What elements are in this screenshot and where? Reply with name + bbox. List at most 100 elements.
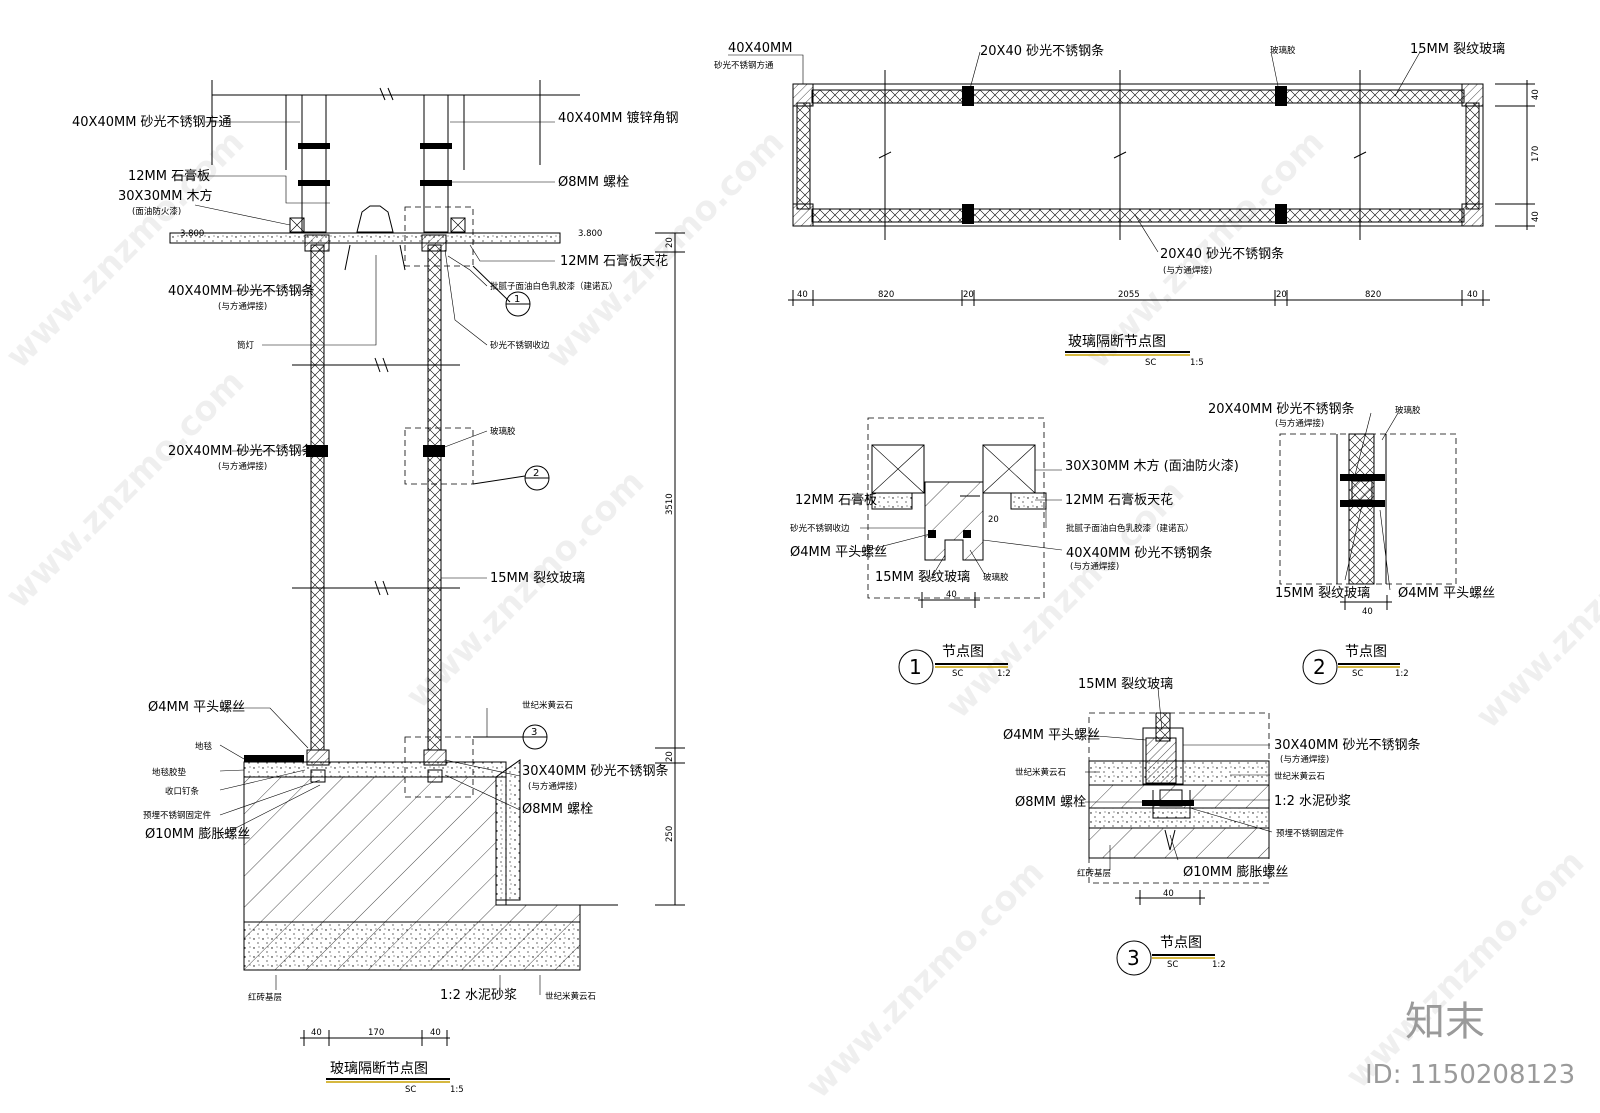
svg-text:预埋不锈钢固定件: 预埋不锈钢固定件 — [143, 810, 212, 821]
svg-text:Ø8MM 螺栓: Ø8MM 螺栓 — [558, 175, 629, 190]
svg-text:30X40MM 砂光不锈钢条: 30X40MM 砂光不锈钢条 — [1274, 737, 1421, 753]
svg-text:Ø4MM 平头螺丝: Ø4MM 平头螺丝 — [1003, 728, 1100, 743]
svg-text:玻璃胶: 玻璃胶 — [983, 572, 1009, 583]
svg-text:SC: SC — [1352, 669, 1363, 679]
bolt-marks — [298, 143, 452, 186]
callout-bubble-2: 2 — [472, 465, 550, 491]
svg-text:40: 40 — [1467, 290, 1478, 300]
section-title: 玻璃隔断节点图 — [330, 1060, 428, 1077]
svg-text:12MM 石膏板天花: 12MM 石膏板天花 — [1065, 492, 1173, 508]
svg-text:Ø10MM 膨胀螺丝: Ø10MM 膨胀螺丝 — [145, 827, 250, 842]
svg-text:玻璃胶: 玻璃胶 — [1270, 45, 1296, 56]
svg-text:40X40MM 砂光不锈钢条: 40X40MM 砂光不锈钢条 — [168, 283, 315, 299]
svg-text:1:2 水泥砂浆: 1:2 水泥砂浆 — [1274, 794, 1351, 809]
svg-text:玻璃胶: 玻璃胶 — [1395, 405, 1421, 416]
svg-text:170: 170 — [368, 1028, 384, 1038]
svg-text:1:2 水泥砂浆: 1:2 水泥砂浆 — [440, 988, 517, 1003]
svg-text:Ø8MM 螺栓: Ø8MM 螺栓 — [522, 802, 593, 817]
svg-text:40: 40 — [946, 590, 957, 600]
svg-text:Ø8MM 螺栓: Ø8MM 螺栓 — [1015, 795, 1086, 810]
svg-text:40X40MM 砂光不锈钢条: 40X40MM 砂光不锈钢条 — [1066, 545, 1213, 561]
section-label-set: 40X40MM 砂光不锈钢方通 40X40MM 镀锌角钢 12MM 石膏板 Ø8… — [72, 110, 679, 1003]
svg-text:1: 1 — [514, 294, 520, 305]
watermark: www.znzmo.com — [538, 122, 792, 376]
svg-text:40: 40 — [797, 290, 808, 300]
svg-text:40X40MM 砂光不锈钢方通: 40X40MM 砂光不锈钢方通 — [72, 114, 232, 130]
plan-view: 40 170 40 40 820 20 2055 20 820 40 40X40… — [714, 41, 1541, 368]
svg-text:3.800: 3.800 — [578, 229, 602, 239]
svg-text:1:2: 1:2 — [1212, 960, 1226, 970]
svg-text:40X40MM 镀锌角钢: 40X40MM 镀锌角钢 — [558, 110, 679, 126]
svg-text:红砖基层: 红砖基层 — [248, 992, 282, 1003]
detail-1-title: 节点图 — [942, 644, 984, 660]
svg-text:40: 40 — [1163, 889, 1174, 899]
svg-text:820: 820 — [878, 290, 894, 300]
svg-text:30X30MM 木方: 30X30MM 木方 — [118, 188, 213, 204]
svg-text:(与方通焊接): (与方通焊接) — [1163, 265, 1212, 276]
svg-text:(面油防火漆): (面油防火漆) — [132, 206, 181, 217]
svg-text:12MM 石膏板天花: 12MM 石膏板天花 — [560, 253, 668, 269]
plan-title: 玻璃隔断节点图 — [1068, 333, 1166, 350]
svg-text:世纪米黄云石: 世纪米黄云石 — [1015, 767, 1066, 778]
svg-text:筒灯: 筒灯 — [237, 340, 255, 351]
watermark: www.znzmo.com — [0, 362, 252, 616]
svg-text:30X40MM 砂光不锈钢条: 30X40MM 砂光不锈钢条 — [522, 763, 669, 779]
svg-text:3510: 3510 — [665, 493, 675, 515]
watermark-layer: www.znzmo.com www.znzmo.com www.znzmo.co… — [0, 122, 1600, 1106]
svg-text:40: 40 — [311, 1028, 322, 1038]
svg-text:Ø10MM 膨胀螺丝: Ø10MM 膨胀螺丝 — [1183, 865, 1288, 880]
svg-text:Ø4MM 平头螺丝: Ø4MM 平头螺丝 — [790, 545, 887, 560]
svg-text:地毯胶垫: 地毯胶垫 — [152, 767, 187, 778]
watermark: www.znzmo.com — [1468, 482, 1600, 736]
svg-text:批腻子面油白色乳胶漆（建诺瓦）: 批腻子面油白色乳胶漆（建诺瓦） — [490, 281, 618, 292]
svg-text:红砖基层: 红砖基层 — [1077, 868, 1111, 879]
svg-text:20: 20 — [963, 290, 974, 300]
svg-text:SC: SC — [405, 1085, 416, 1095]
svg-text:250: 250 — [665, 826, 675, 842]
svg-text:砂光不锈钢收边: 砂光不锈钢收边 — [490, 340, 550, 351]
drawing-id: ID: 1150208123 — [1365, 1060, 1575, 1090]
watermark: www.znzmo.com — [798, 852, 1052, 1106]
svg-text:1:2: 1:2 — [997, 669, 1011, 679]
section-vertical-dimensions: 20 3510 20 250 — [655, 232, 685, 906]
svg-text:世纪米黄云石: 世纪米黄云石 — [522, 700, 573, 711]
detail-2: 40 20X40MM 砂光不锈钢条 (与方通焊接) 玻璃胶 15MM 裂纹玻璃 … — [1208, 401, 1495, 685]
svg-text:170: 170 — [1531, 146, 1541, 162]
svg-text:12MM 石膏板: 12MM 石膏板 — [795, 492, 877, 508]
section-view: 1 2 3 20 3510 20 250 40 170 — [72, 80, 685, 1095]
svg-text:世纪米黄云石: 世纪米黄云石 — [1274, 771, 1325, 782]
svg-text:预埋不锈钢固定件: 预埋不锈钢固定件 — [1276, 828, 1345, 839]
svg-text:砂光不锈钢收边: 砂光不锈钢收边 — [790, 523, 850, 534]
svg-text:20X40 砂光不锈钢条: 20X40 砂光不锈钢条 — [980, 43, 1104, 59]
watermark: www.znzmo.com — [0, 122, 252, 376]
svg-text:820: 820 — [1365, 290, 1381, 300]
svg-text:收口钉条: 收口钉条 — [165, 786, 200, 797]
svg-text:(与方通焊接): (与方通焊接) — [528, 781, 577, 792]
svg-text:1: 1 — [909, 655, 922, 679]
svg-text:1:5: 1:5 — [1190, 358, 1204, 368]
svg-text:3: 3 — [1127, 946, 1140, 970]
svg-text:1:2: 1:2 — [1395, 669, 1409, 679]
svg-text:20X40 砂光不锈钢条: 20X40 砂光不锈钢条 — [1160, 246, 1284, 262]
callout-bubble-3: 3 — [473, 724, 548, 750]
svg-text:3: 3 — [531, 727, 537, 738]
svg-text:40: 40 — [1531, 211, 1541, 222]
svg-text:40: 40 — [1362, 607, 1373, 617]
svg-text:SC: SC — [1167, 960, 1178, 970]
svg-text:3.800: 3.800 — [180, 229, 204, 239]
svg-text:40: 40 — [1531, 89, 1541, 100]
svg-text:40X40MM: 40X40MM — [728, 41, 792, 56]
svg-text:15MM 裂纹玻璃: 15MM 裂纹玻璃 — [875, 570, 970, 585]
svg-text:2055: 2055 — [1118, 290, 1140, 300]
svg-text:15MM 裂纹玻璃: 15MM 裂纹玻璃 — [490, 571, 585, 586]
section-bottom-dimensions: 40 170 40 — [300, 1028, 450, 1046]
svg-text:批腻子面油白色乳胶漆（建诺瓦）: 批腻子面油白色乳胶漆（建诺瓦） — [1066, 523, 1194, 534]
svg-text:Ø4MM 平头螺丝: Ø4MM 平头螺丝 — [1398, 586, 1495, 601]
svg-text:20X40MM 砂光不锈钢条: 20X40MM 砂光不锈钢条 — [168, 443, 315, 459]
svg-text:40: 40 — [430, 1028, 441, 1038]
svg-text:(与方通焊接): (与方通焊接) — [218, 461, 267, 472]
svg-text:20: 20 — [665, 237, 675, 248]
svg-text:1:5: 1:5 — [450, 1085, 464, 1095]
svg-text:20X40MM 砂光不锈钢条: 20X40MM 砂光不锈钢条 — [1208, 401, 1355, 417]
